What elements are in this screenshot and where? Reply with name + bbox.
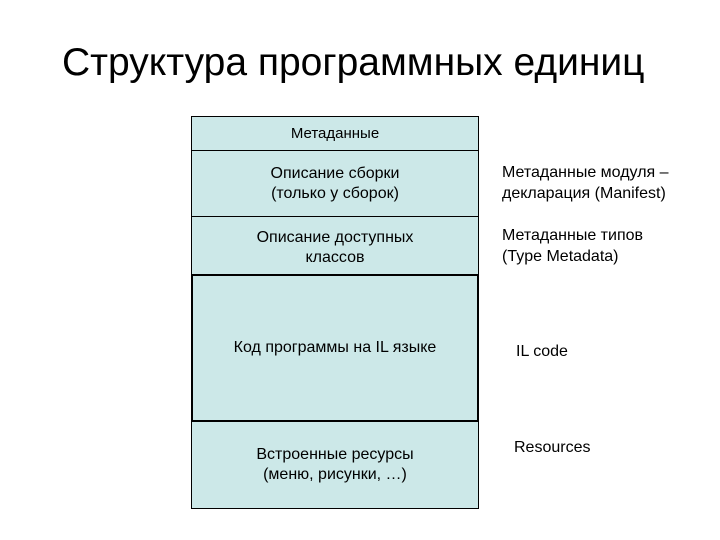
note-il-code: IL code [516, 343, 568, 360]
block-classes-description: Описание доступных классов [191, 216, 479, 275]
block-assembly-description: Описание сборки (только у сборок) [191, 150, 479, 217]
block-resources-label: Встроенные ресурсы (меню, рисунки, …) [256, 446, 414, 483]
block-classes-description-label: Описание доступных классов [256, 229, 414, 266]
block-il-code: Код программы на IL языке [191, 274, 479, 422]
block-assembly-description-label: Описание сборки (только у сборок) [270, 164, 400, 202]
note-resources: Resources [514, 439, 591, 456]
block-metadata-label: Метаданные [290, 124, 380, 142]
block-resources: Встроенные ресурсы (меню, рисунки, …) [191, 421, 479, 509]
block-metadata: Метаданные [191, 116, 479, 151]
block-il-code-label: Код программы на IL языке [233, 339, 437, 356]
note-manifest: Метаданные модуля – декларация (Manifest… [502, 164, 669, 202]
note-type-metadata: Метаданные типов (Type Metadata) [502, 227, 643, 265]
page-title: Структура программных единиц [62, 41, 645, 84]
